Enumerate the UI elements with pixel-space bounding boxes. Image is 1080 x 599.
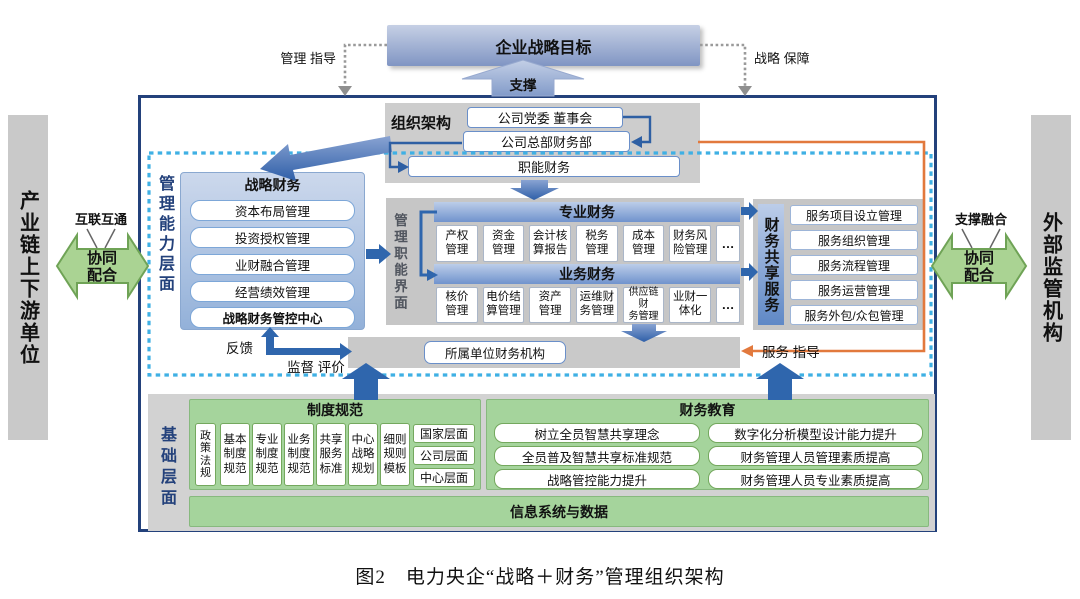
capability-layer-label-wrap: 管理能力层面 [150, 168, 178, 302]
professional-finance-row: 产权 管理 资金 管理 会计核 算报告 税务 管理 成本 管理 财务风 险管理 … [436, 225, 741, 262]
shared-service-item: 服务运营管理 [790, 280, 918, 300]
shared-service-item: 服务外包/众包管理 [790, 305, 918, 325]
rule-item: 专业 制度 规范 [252, 423, 282, 486]
strategy-goal-banner: 企业战略目标 [387, 25, 700, 66]
feedback-label: 反馈 [226, 341, 253, 356]
foundation-label-wrap: 基础层面 [151, 412, 181, 524]
business-item: 资产 管理 [529, 287, 572, 323]
education-item: 财务管理人员管理素质提高 [708, 446, 923, 466]
shared-service-bar: 财务共享服务 [758, 204, 784, 325]
education-title: 财务教育 [679, 402, 736, 418]
strategic-item: 投资授权管理 [190, 227, 355, 248]
external-regulator-label: 外部监管机构 [1039, 211, 1062, 344]
education-item: 数字化分析模型设计能力提升 [708, 423, 923, 443]
strategic-control-center: 战略财务管控中心 [190, 307, 355, 328]
education-item: 树立全员智慧共享理念 [494, 423, 700, 443]
professional-finance-bar: 专业财务 [434, 202, 740, 222]
professional-item: 成本 管理 [622, 225, 665, 262]
business-finance-row: 核价 管理 电价结 算管理 资产 管理 运维财 务管理 供应链财 务管理 业财一… [436, 287, 741, 323]
shared-service-list: 服务项目设立管理 服务组织管理 服务流程管理 服务运营管理 服务外包/众包管理 [790, 205, 918, 325]
education-item: 战略管控能力提升 [494, 469, 700, 489]
subordinate-box: 所属单位财务机构 [424, 341, 566, 364]
party-board-box: 公司党委 董事会 [467, 107, 623, 128]
foundation-layer-label: 基础层面 [158, 426, 175, 510]
shared-service-item: 服务项目设立管理 [790, 205, 918, 225]
supervise-label: 监督 评价 [287, 360, 345, 375]
service-guidance-label: 服务 指导 [762, 345, 820, 360]
level-item: 中心层面 [413, 468, 475, 487]
right-collaboration-label: 协同 配合 [963, 249, 994, 284]
level-item: 公司层面 [413, 446, 475, 465]
education-item: 财务管理人员专业素质提高 [708, 469, 923, 489]
shared-service-item: 服务组织管理 [790, 230, 918, 250]
strategic-item: 业财融合管理 [190, 254, 355, 275]
capability-layer-label: 管理能力层面 [156, 175, 173, 295]
strategy-guarantee-label: 战略 保障 [754, 51, 810, 66]
professional-ellipsis: … [716, 225, 741, 262]
strategic-finance-title: 战略财务 [244, 177, 301, 193]
interconnect-label: 互联互通 [74, 211, 127, 227]
professional-item: 税务 管理 [576, 225, 618, 262]
professional-item: 财务风 险管理 [669, 225, 712, 262]
strategy-guarantee-dotted [700, 43, 752, 96]
functional-finance-box: 职能财务 [408, 156, 680, 177]
business-item: 业财一 体化 [669, 287, 712, 323]
rule-item: 共享 服务 标准 [316, 423, 346, 486]
industry-chain-label: 产业链上下游单位 [16, 189, 39, 366]
management-guidance-dotted [338, 43, 387, 96]
business-item: 电价结 算管理 [482, 287, 525, 323]
external-regulator-bar: 外部监管机构 [1031, 115, 1071, 440]
strategic-item: 经营绩效管理 [190, 281, 355, 302]
professional-item: 会计核 算报告 [529, 225, 572, 262]
business-item: 供应链财 务管理 [622, 287, 665, 323]
policy-regulation-box: 政 策 法 规 [195, 423, 216, 486]
support-label: 支撑 [509, 78, 537, 93]
strategic-item: 资本布局管理 [190, 200, 355, 221]
business-ellipsis: … [716, 287, 741, 323]
rule-item: 中心 战略 规划 [348, 423, 378, 486]
rules-title: 制度规范 [307, 402, 363, 418]
left-collaboration-label: 协同 配合 [86, 249, 117, 284]
level-item: 国家层面 [413, 424, 475, 443]
business-finance-bar: 业务财务 [434, 264, 740, 284]
shared-service-title: 财务共享服务 [762, 216, 780, 313]
professional-item: 资金 管理 [482, 225, 525, 262]
rule-item: 细则 规则 模板 [380, 423, 410, 486]
function-layer-label: 管理职能界面 [392, 212, 407, 312]
shared-service-item: 服务流程管理 [790, 255, 918, 275]
rule-item: 基本 制度 规范 [220, 423, 250, 486]
hq-finance-box: 公司总部财务部 [463, 131, 630, 152]
rule-item: 业务 制度 规范 [284, 423, 314, 486]
business-item: 核价 管理 [436, 287, 478, 323]
function-layer-label-wrap: 管理职能界面 [388, 203, 410, 321]
figure-caption: 图2 电力央企“战略＋财务”管理组织架构 [355, 566, 725, 588]
org-structure-label: 组织架构 [391, 115, 452, 132]
business-item: 运维财 务管理 [576, 287, 618, 323]
info-systems-band: 信息系统与数据 [189, 496, 929, 527]
professional-item: 产权 管理 [436, 225, 478, 262]
industry-chain-bar: 产业链上下游单位 [8, 115, 48, 440]
support-fusion-label: 支撑融合 [954, 211, 1007, 227]
management-guidance-label: 管理 指导 [280, 51, 336, 66]
education-item: 全员普及智慧共享标准规范 [494, 446, 700, 466]
